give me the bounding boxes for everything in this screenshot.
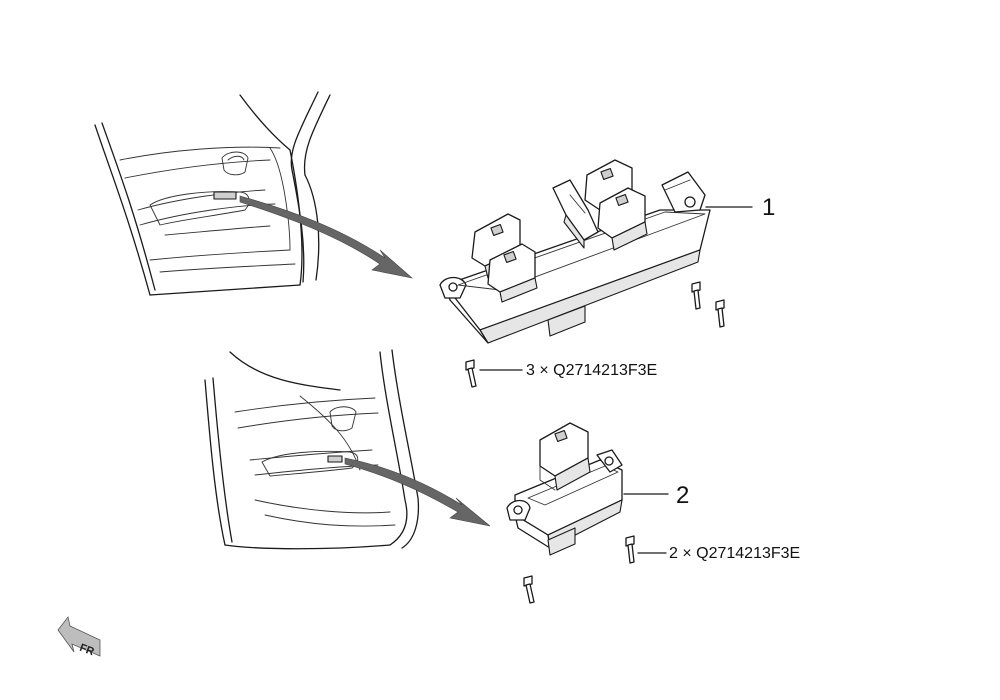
screw-spec-front: 3 × Q2714213F3E [526, 362, 657, 379]
callout-part-1: 1 [762, 194, 775, 221]
orientation-label: FR [78, 642, 96, 658]
screw-icon [523, 575, 535, 604]
screw-icon [465, 359, 477, 388]
single-window-switch [506, 422, 623, 556]
rear-switch-location [327, 455, 343, 463]
callout-part-2: 2 [676, 482, 689, 509]
screw-icon [715, 299, 725, 328]
screw-icon [691, 281, 701, 310]
arrow-icon [239, 195, 414, 279]
master-window-switch [439, 159, 711, 344]
front-door-illustration [94, 91, 331, 296]
screw-spec-rear: 2 × Q2714213F3E [669, 545, 800, 562]
screw-icon [625, 535, 635, 564]
rear-door-illustration [204, 349, 420, 550]
arrow-icon [344, 457, 491, 527]
front-switch-location [213, 191, 237, 200]
direction-arrow-icon: FR [57, 616, 101, 658]
